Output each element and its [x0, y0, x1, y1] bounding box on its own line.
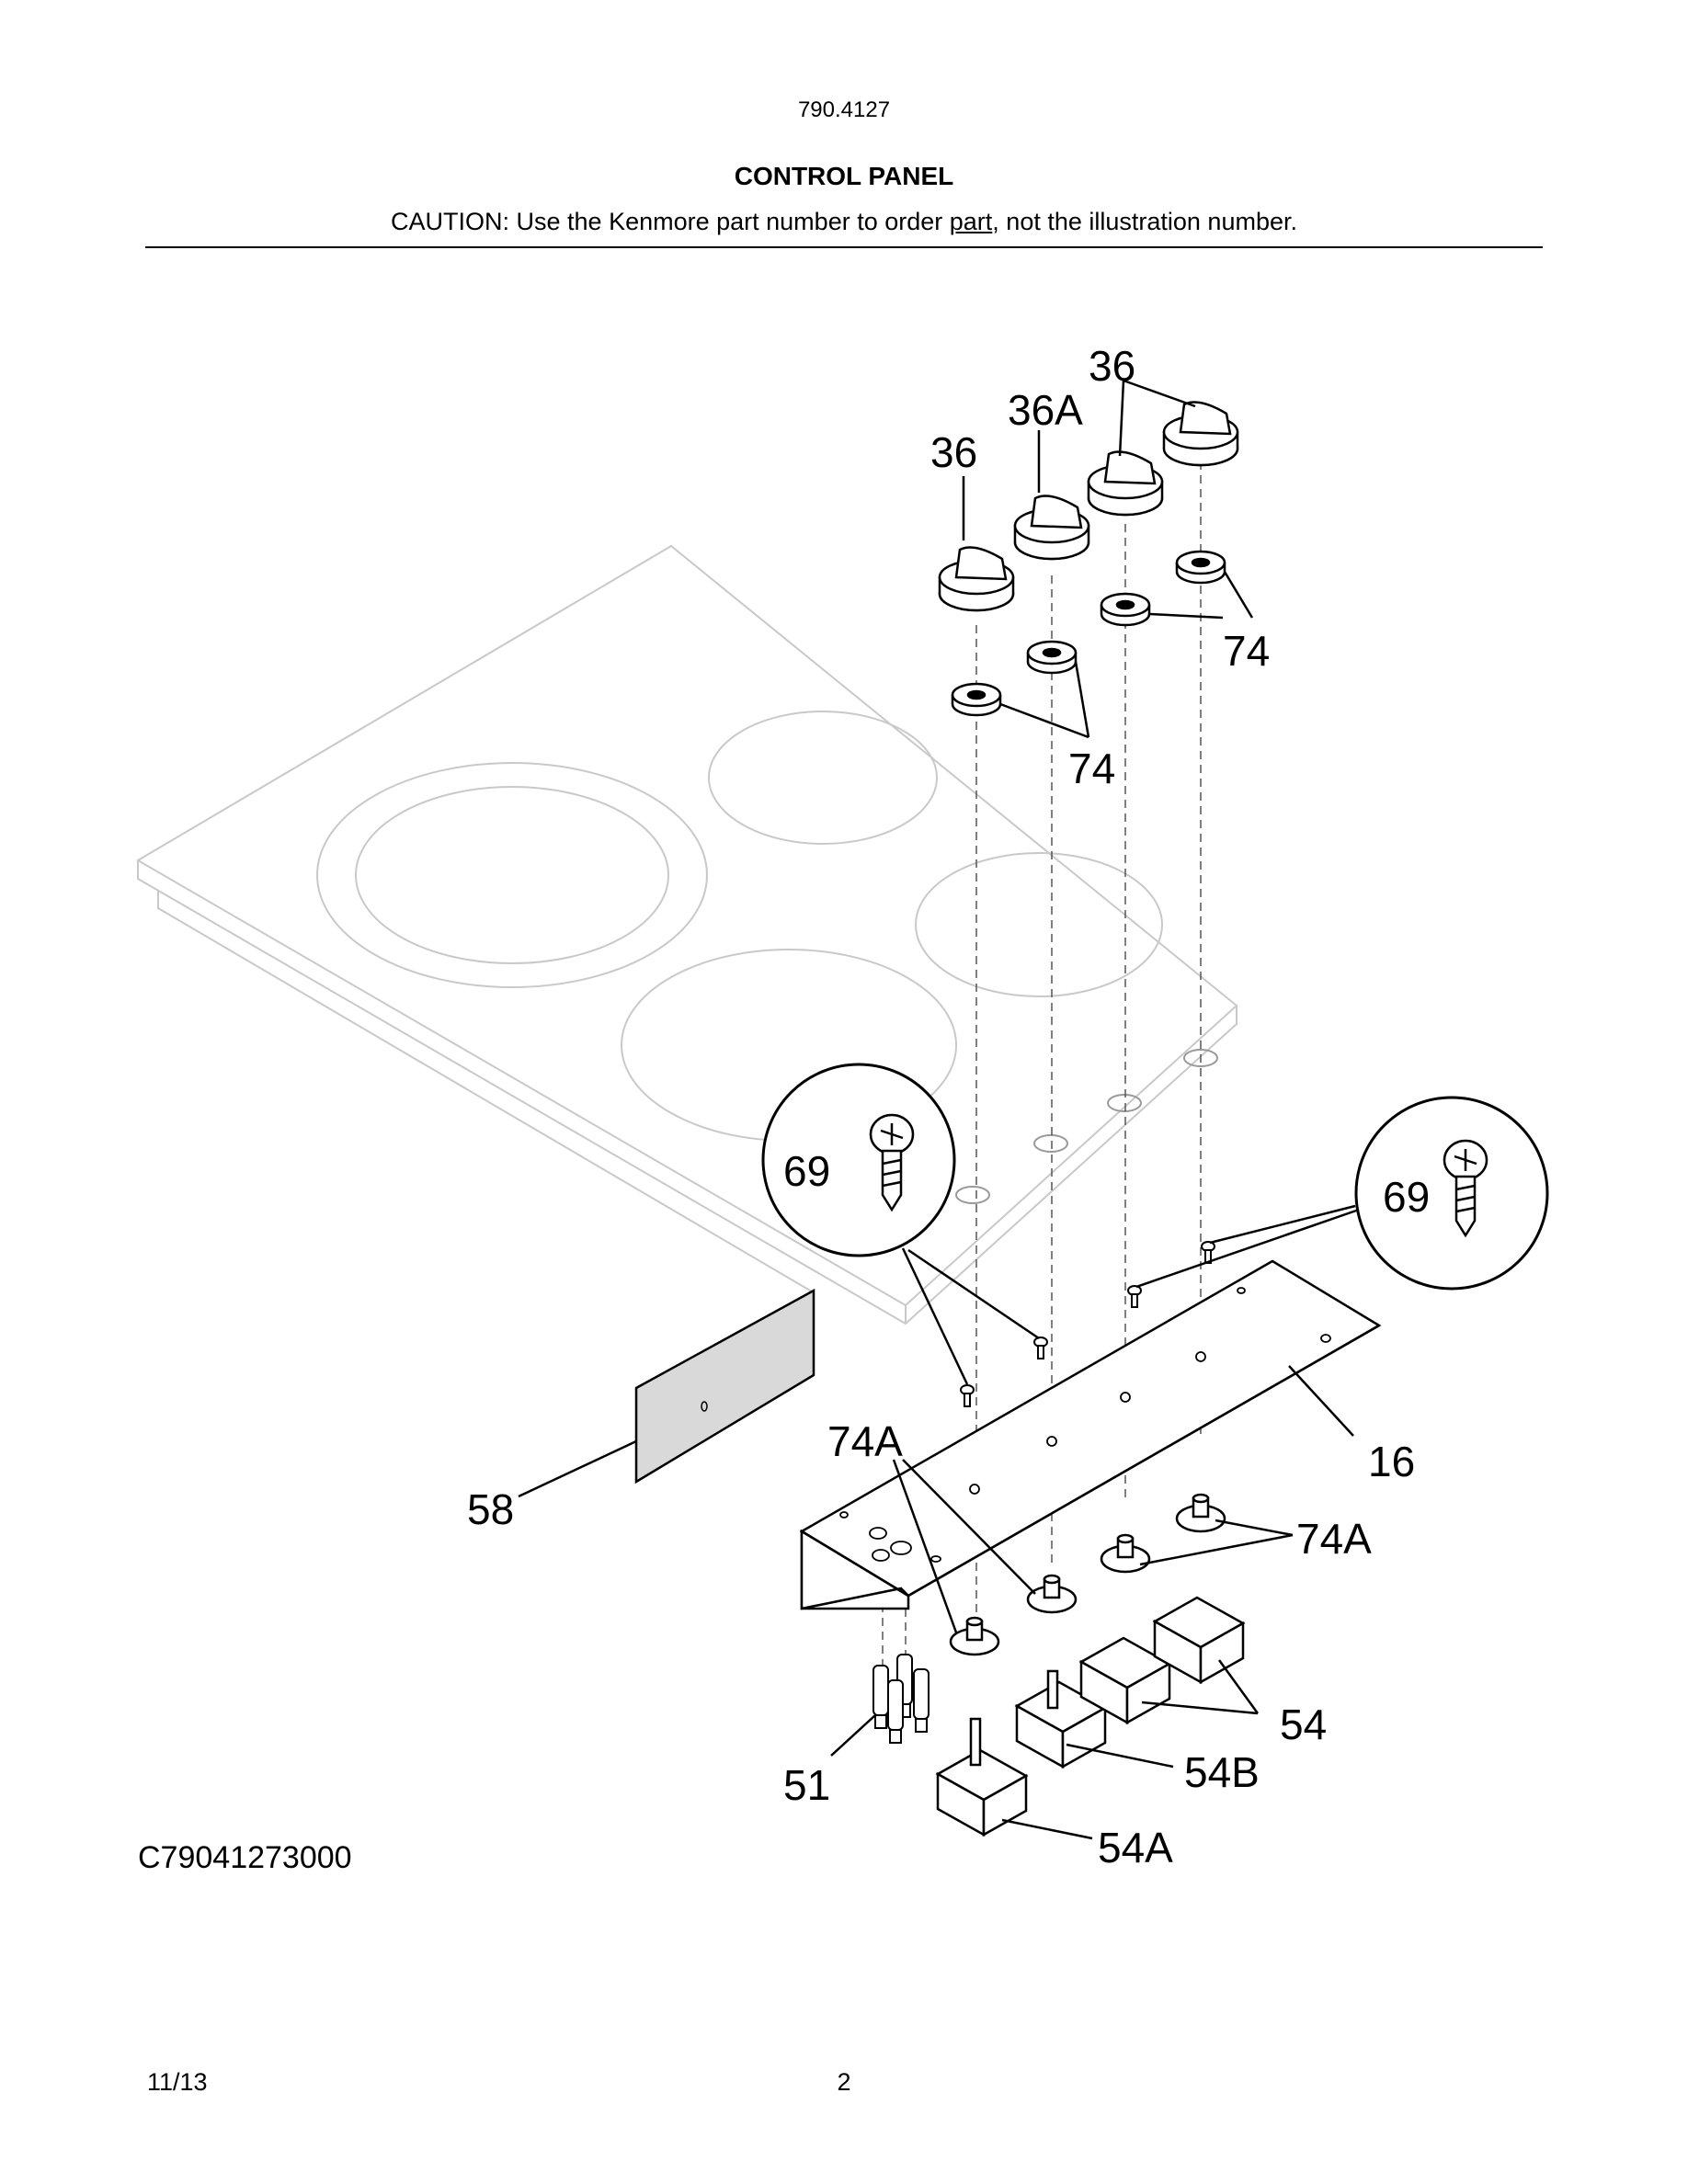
section-title: CONTROL PANEL: [734, 162, 954, 190]
bezel-parts: [951, 550, 1226, 717]
bracket-holes: [839, 1287, 1331, 1563]
switch-icon: [935, 1717, 1029, 1837]
screw-detail-right: [1354, 1096, 1549, 1291]
callout-spacer-right: 74A: [1296, 1515, 1372, 1563]
revision-date: 11/13: [147, 2068, 208, 2096]
callout-knob-right: 36: [1089, 342, 1135, 390]
switch-icon: [1078, 1636, 1172, 1725]
screw-detail-left: [761, 1063, 956, 1257]
screw-icon: [1127, 1285, 1142, 1308]
screw-icon: [960, 1384, 975, 1407]
knob-icon: [1013, 495, 1090, 561]
indicator-light-icon: [887, 1679, 904, 1744]
control-holes: [955, 1049, 1218, 1204]
callout-knob-center: 36A: [1008, 386, 1083, 434]
switch-icon: [1152, 1596, 1246, 1685]
model-number: 790.4127: [797, 97, 891, 122]
callout-trim: 58: [467, 1485, 514, 1533]
screw-icon: [1033, 1337, 1048, 1359]
caution-underlined-word: part: [949, 208, 993, 235]
spacer-icon: [949, 1616, 1000, 1656]
callout-spacer-left: 74A: [827, 1417, 903, 1465]
control-bracket: [799, 1259, 1382, 1610]
front-trim: [634, 1288, 919, 1484]
bezel-icon: [1175, 550, 1226, 585]
caution-note: CAUTION: Use the Kenmore part number to …: [0, 208, 1688, 236]
indicator-light-icon: [913, 1668, 930, 1733]
callout-switch-a: 54A: [1098, 1824, 1173, 1871]
screw-icon: [1443, 1139, 1488, 1238]
drawing-code: C79041273000: [138, 1840, 352, 1875]
callout-screw-left: 69: [783, 1147, 830, 1195]
header-rule: [145, 246, 1543, 248]
bezel-icon: [1026, 640, 1078, 675]
caution-suffix: , not the illustration number.: [992, 208, 1297, 235]
indicator-light-icon: [873, 1665, 889, 1729]
knob-parts: [938, 401, 1239, 612]
callout-indicator-lights: 51: [783, 1761, 830, 1809]
spacer-icon: [1175, 1493, 1226, 1533]
callout-labels: 36 36A 36 74 74 69 69 16 58 74A 74A 54 5…: [467, 342, 1430, 1871]
switch-parts: [935, 1596, 1246, 1837]
bezel-icon: [1100, 592, 1151, 627]
callout-switch-b: 54B: [1184, 1748, 1260, 1796]
spacer-icon: [1100, 1533, 1151, 1574]
spacer-parts: [949, 1493, 1226, 1656]
callout-switch-pair: 54: [1280, 1701, 1327, 1748]
spacer-icon: [1026, 1574, 1078, 1614]
knob-icon: [1087, 450, 1164, 517]
knob-icon: [938, 546, 1015, 612]
callout-bracket: 16: [1368, 1438, 1415, 1485]
caution-prefix: CAUTION: Use the Kenmore part number to …: [391, 208, 950, 235]
mounting-screws: [960, 1241, 1215, 1407]
bezel-icon: [951, 682, 1002, 717]
knob-icon: [1162, 401, 1239, 467]
callout-bezel-upper: 74: [1223, 627, 1270, 675]
page-number: 2: [837, 2068, 851, 2096]
indicator-light-parts: [873, 1654, 930, 1744]
leader-lines: [518, 379, 1360, 1840]
screw-icon: [1201, 1241, 1215, 1264]
callout-bezel-lower: 74: [1068, 745, 1115, 792]
screw-icon: [869, 1113, 915, 1212]
cooktop-glass: [136, 544, 1238, 1345]
callout-knob-left: 36: [930, 428, 977, 476]
callout-screw-right: 69: [1383, 1173, 1430, 1221]
